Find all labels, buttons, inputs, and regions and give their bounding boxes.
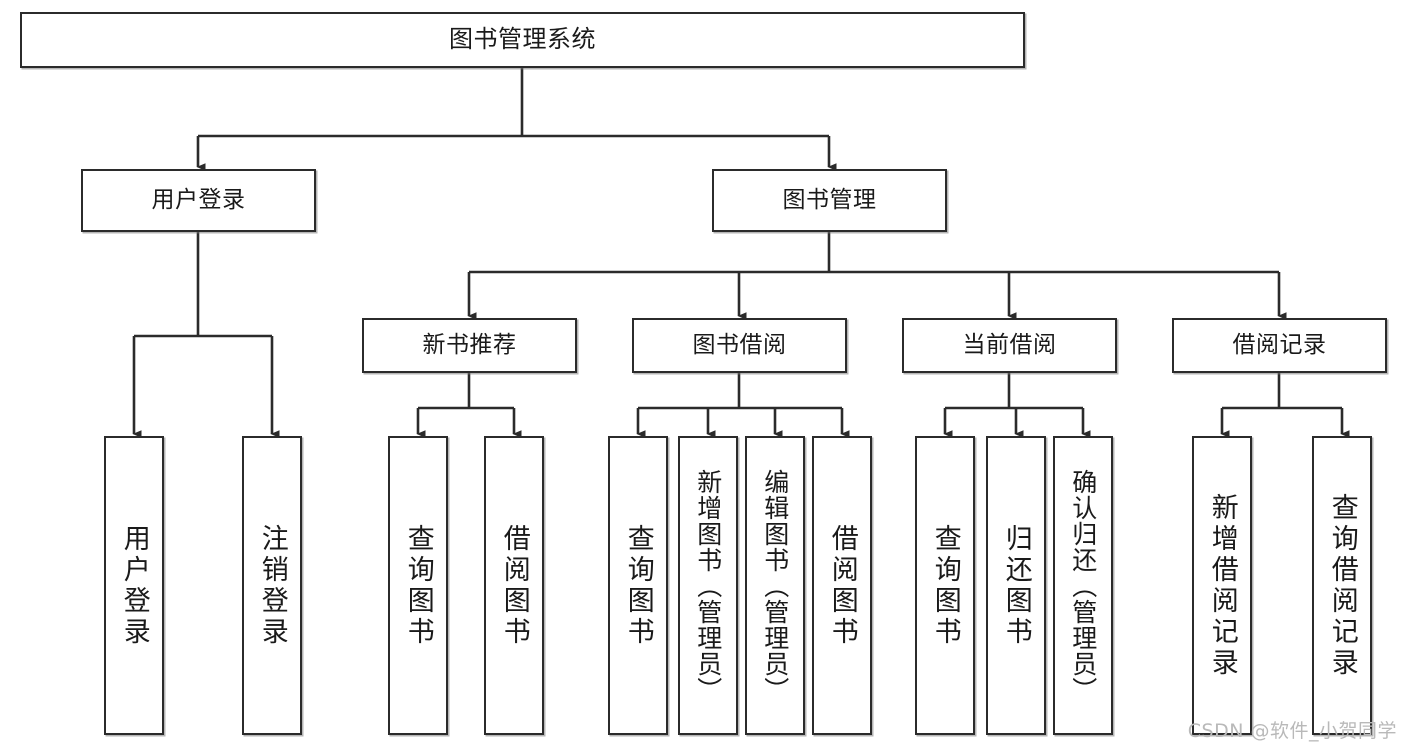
node-label: 借阅记录 (1232, 332, 1327, 359)
node-leaf-edit-book[interactable]: 编辑图书（管理员） (745, 436, 805, 735)
connector-new-book-rec-to-leaves (416, 373, 522, 438)
node-user-login[interactable]: 用户登录 (81, 169, 316, 232)
node-leaf-add-record[interactable]: 新增借阅记录 (1192, 436, 1252, 735)
node-label: 查询图书 (402, 523, 434, 648)
node-label: 图书管理 (782, 187, 877, 214)
connector-root-to-level2 (196, 68, 837, 171)
node-label: 查询图书 (622, 523, 654, 648)
node-label: 新增图书（管理员） (693, 468, 723, 703)
node-leaf-add-book[interactable]: 新增图书（管理员） (678, 436, 738, 735)
node-leaf-confirm-return[interactable]: 确认归还（管理员） (1053, 436, 1113, 735)
node-leaf-borrow-book-1[interactable]: 借阅图书 (484, 436, 544, 735)
node-label: 新增借阅记录 (1206, 492, 1238, 679)
connector-borrow-record-to-leaves (1220, 373, 1350, 438)
node-root[interactable]: 图书管理系统 (20, 12, 1025, 68)
node-leaf-query-record[interactable]: 查询借阅记录 (1312, 436, 1372, 735)
node-label: 用户登录 (151, 187, 246, 214)
connector-book-borrow-to-leaves (636, 373, 850, 438)
node-label: 图书借阅 (692, 332, 787, 359)
csdn-watermark: CSDN @软件_小贺同学 (1187, 720, 1397, 742)
node-label: 借阅图书 (498, 523, 530, 648)
node-leaf-return-book[interactable]: 归还图书 (986, 436, 1046, 735)
node-borrow-record[interactable]: 借阅记录 (1172, 318, 1387, 373)
node-label: 用户登录 (118, 523, 150, 648)
node-leaf-user-logout[interactable]: 注销登录 (242, 436, 302, 735)
node-current-borrow[interactable]: 当前借阅 (902, 318, 1117, 373)
node-label: 注销登录 (256, 523, 288, 648)
node-leaf-user-login[interactable]: 用户登录 (104, 436, 164, 735)
node-leaf-query-book-3[interactable]: 查询图书 (915, 436, 975, 735)
node-book-manage[interactable]: 图书管理 (712, 169, 947, 232)
node-label: 确认归还（管理员） (1068, 468, 1098, 703)
node-label: 归还图书 (1000, 523, 1032, 648)
node-book-borrow[interactable]: 图书借阅 (632, 318, 847, 373)
node-label: 借阅图书 (826, 523, 858, 648)
node-label: 新书推荐 (422, 332, 517, 359)
node-leaf-borrow-book-2[interactable]: 借阅图书 (812, 436, 872, 735)
node-label: 图书管理系统 (449, 25, 596, 54)
node-leaf-query-book-2[interactable]: 查询图书 (608, 436, 668, 735)
node-new-book-rec[interactable]: 新书推荐 (362, 318, 577, 373)
node-label: 当前借阅 (962, 332, 1057, 359)
node-label: 查询图书 (929, 523, 961, 648)
node-leaf-query-book-1[interactable]: 查询图书 (388, 436, 448, 735)
node-label: 查询借阅记录 (1326, 492, 1358, 679)
node-label: 编辑图书（管理员） (760, 468, 790, 703)
connector-book-manage-to-level3 (467, 232, 1287, 320)
connector-user-login-to-leaves (132, 232, 280, 438)
connector-current-borrow-to-leaves (943, 373, 1091, 438)
